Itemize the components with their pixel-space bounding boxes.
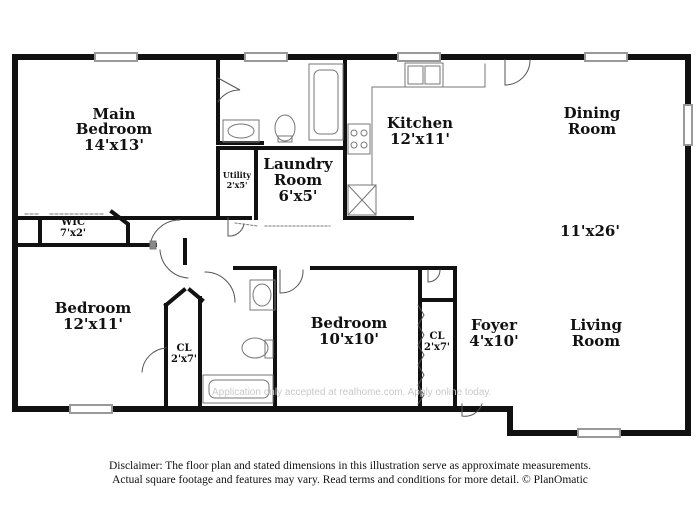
- bedroom-left-label: Bedroom 12'x11': [55, 299, 132, 333]
- bedroom-mid-label: Bedroom 10'x10': [311, 314, 388, 348]
- living-dining-dims: 11'x26': [560, 222, 620, 240]
- foyer-label: Foyer 4'x10': [469, 316, 518, 350]
- dining-label: Dining Room: [564, 104, 621, 138]
- bedroom-left-name: Bedroom: [55, 299, 132, 317]
- foyer-dims: 4'x10': [469, 332, 518, 350]
- floor-plan: Main Bedroom 14'x13' WIC 7'x2' Utility 2…: [12, 52, 693, 438]
- laundry-label: Laundry Room 6'x5': [263, 155, 333, 205]
- windows: [69, 52, 693, 438]
- main-bedroom-name-line2: Bedroom: [76, 120, 153, 138]
- laundry-name-line1: Laundry: [263, 155, 333, 173]
- laundry-dims: 6'x5': [278, 187, 317, 205]
- watermark: Application only accepted at realhome.co…: [212, 387, 491, 398]
- disclaimer-line1: Disclaimer: The floor plan and stated di…: [108, 460, 592, 472]
- closet-left-name: CL: [177, 343, 192, 354]
- living-name-line1: Living: [570, 316, 623, 334]
- bedroom-left-dims: 12'x11': [63, 315, 123, 333]
- closet-left-label: CL 2'x7': [171, 343, 197, 365]
- disclaimer: Disclaimer: The floor plan and stated di…: [0, 459, 700, 487]
- utility-dims: 2'x5': [227, 180, 248, 190]
- laundry-name-line2: Room: [274, 171, 322, 189]
- closet-left-dims: 2'x7': [171, 354, 197, 365]
- bedroom-mid-dims: 10'x10': [319, 330, 379, 348]
- living-name-line2: Room: [572, 332, 620, 350]
- dining-name-line1: Dining: [564, 104, 621, 122]
- closet-mid-name: CL: [430, 331, 445, 342]
- exterior-wall: [12, 54, 691, 436]
- foyer-name: Foyer: [471, 316, 518, 334]
- kitchen-label: Kitchen 12'x11': [387, 114, 453, 148]
- closet-mid-label: CL 2'x7': [424, 331, 450, 353]
- main-bedroom-dims: 14'x13': [84, 136, 144, 154]
- utility-name: Utility: [223, 170, 251, 180]
- wic-name: WIC: [60, 217, 85, 228]
- fixtures: [24, 62, 486, 404]
- bedroom-mid-name: Bedroom: [311, 314, 388, 332]
- wic-label: WIC 7'x2': [60, 217, 86, 239]
- dining-name-line2: Room: [568, 120, 616, 138]
- utility-label: Utility 2'x5': [223, 170, 251, 190]
- kitchen-name: Kitchen: [387, 114, 453, 132]
- main-bedroom-name-line1: Main: [93, 105, 136, 123]
- closet-mid-dims: 2'x7': [424, 342, 450, 353]
- interior-walls: [13, 55, 457, 406]
- wic-dims: 7'x2': [60, 228, 86, 239]
- kitchen-dims: 12'x11': [390, 130, 450, 148]
- living-label: Living Room: [570, 316, 623, 350]
- disclaimer-line2: Actual square footage and features may v…: [112, 474, 588, 486]
- main-bedroom-label: Main Bedroom 14'x13': [76, 105, 153, 154]
